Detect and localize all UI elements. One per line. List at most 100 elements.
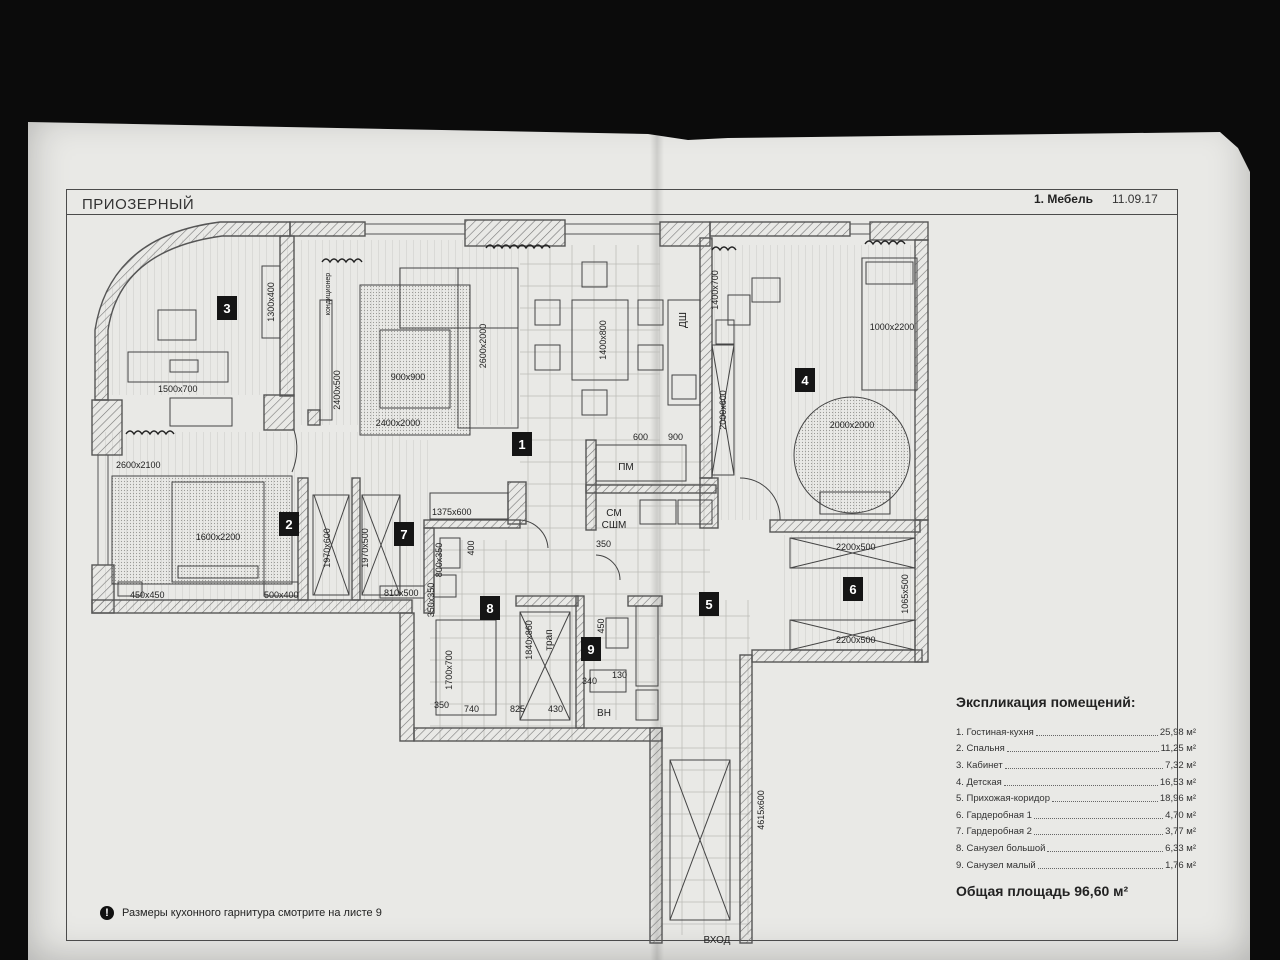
furniture xyxy=(111,257,918,921)
sheet-title: 1. Мебель xyxy=(1034,192,1093,206)
room-number: 7 xyxy=(400,527,407,542)
dimension-label: 2000x2000 xyxy=(830,420,875,430)
legend-item: 1. Гостиная-кухня 25,98 м² xyxy=(956,724,1196,741)
leader-dots xyxy=(1047,850,1164,852)
total-area: Общая площадь 96,60 м² xyxy=(956,883,1129,900)
dimension-label: 350x350 xyxy=(426,583,436,618)
conditioner-label: кондиционер xyxy=(325,273,332,315)
leader-dots xyxy=(1003,784,1158,786)
legend-list: 1. Гостиная-кухня 25,98 м² 2. Спальня 11,2… xyxy=(956,724,1196,873)
sheet-date: 11.09.17 xyxy=(1112,192,1158,206)
legend-item-name: 7. Гардеробная 2 xyxy=(956,826,1032,838)
dimension-label: 1700x700 xyxy=(444,650,454,690)
legend-item-area: 16,53 м² xyxy=(1159,776,1196,788)
dishwasher-label: ДШ xyxy=(678,312,689,328)
dimension-label: 825 xyxy=(510,704,525,714)
dimension-label: 1375x600 xyxy=(432,507,472,517)
legend-item-area: 1,76 м² xyxy=(1165,859,1196,871)
room-number: 9 xyxy=(587,642,594,657)
dimension-label: 600 xyxy=(633,432,648,442)
dimension-labels: 1300x400 1500x700 2600x2100 1600x2200 45… xyxy=(116,270,914,830)
radiators xyxy=(125,240,906,436)
dimension-label: 500x400 xyxy=(264,590,299,600)
sshm-label: СШМ xyxy=(602,520,627,531)
dimension-label: 2200x500 xyxy=(836,542,876,552)
legend-item: 2. Спальня 11,25 м² xyxy=(956,741,1196,758)
vn-label: ВН xyxy=(597,708,611,719)
legend-item-name: 2. Спальня xyxy=(956,743,1005,755)
leader-dots xyxy=(1052,801,1158,803)
dimension-label: 350 xyxy=(596,539,611,549)
leader-dots xyxy=(1006,751,1159,753)
legend-item-name: 3. Кабинет xyxy=(956,759,1003,771)
legend-item: 8. Санузел большой 6,33 м² xyxy=(956,840,1196,857)
legend-item-area: 11,25 м² xyxy=(1160,743,1196,755)
dimension-label: 1500x700 xyxy=(158,384,198,394)
room-tags: 1 2 3 4 5 6 7 8 9 xyxy=(217,296,863,661)
dimension-label: 1970x600 xyxy=(322,528,332,568)
legend-item-name: 6. Гардеробная 1 xyxy=(956,809,1032,821)
legend-item-area: 18,96 м² xyxy=(1159,793,1196,805)
dimension-label: 1400x800 xyxy=(598,320,608,360)
dimension-label: 2400x500 xyxy=(332,370,342,410)
room-number: 2 xyxy=(285,517,292,532)
dimension-label: 2600x2000 xyxy=(478,324,488,369)
dimension-label: 1840x860 xyxy=(524,620,534,660)
dimension-label: 450 xyxy=(596,618,606,633)
dimension-label: 130 xyxy=(612,670,627,680)
dimension-label: 1300x400 xyxy=(266,282,276,322)
sm-label: СМ xyxy=(606,508,621,519)
dimension-label: 900x900 xyxy=(391,372,426,382)
dimension-label: 450x450 xyxy=(130,590,165,600)
room-number: 8 xyxy=(486,601,493,616)
legend-item: 7. Гардеробная 2 3,77 м² xyxy=(956,824,1196,841)
leader-dots xyxy=(1004,767,1164,769)
dimension-label: 1065x500 xyxy=(900,574,910,614)
dimension-label: 4615x600 xyxy=(756,790,766,830)
leader-dots xyxy=(1033,817,1164,819)
leader-dots xyxy=(1037,867,1164,869)
legend-item: 6. Гардеробная 1 4,70 м² xyxy=(956,807,1196,824)
dimension-label: 1600x2200 xyxy=(196,532,241,542)
room-legend: Экспликация помещений: 1. Гостиная-кухня… xyxy=(956,694,1196,899)
room-number: 5 xyxy=(705,597,712,612)
walls xyxy=(91,219,929,944)
legend-item-name: 1. Гостиная-кухня xyxy=(956,726,1034,738)
legend-item-area: 6,33 м² xyxy=(1165,842,1196,854)
legend-item: 4. Детская 16,53 м² xyxy=(956,774,1196,791)
dimension-label: 2000x600 xyxy=(718,390,728,430)
dimension-label: 1400x700 xyxy=(710,270,720,310)
dimension-label: 2600x2100 xyxy=(116,460,161,470)
legend-item-name: 8. Санузел большой xyxy=(956,842,1046,854)
legend-item-name: 4. Детская xyxy=(956,776,1002,788)
room-number: 3 xyxy=(223,301,230,316)
dimension-label: 800x350 xyxy=(434,543,444,578)
legend-item-area: 4,70 м² xyxy=(1165,809,1196,821)
legend-item-area: 3,77 м² xyxy=(1165,826,1196,838)
windows xyxy=(97,223,871,566)
project-title: ПРИОЗЕРНЫЙ xyxy=(82,196,195,213)
fixture-labels: кондиционер ДШ ПМ СМ СШМ трап ВН ВХОД xyxy=(325,273,731,946)
dimension-label: 1000x2200 xyxy=(870,322,915,332)
legend-item-name: 9. Санузел малый xyxy=(956,859,1036,871)
legend-item: 9. Санузел малый 1,76 м² xyxy=(956,857,1196,874)
entrance-label: ВХОД xyxy=(704,935,731,946)
dimension-label: 2200x500 xyxy=(836,635,876,645)
dimension-label: 1970x500 xyxy=(360,528,370,568)
exclamation-icon: ! xyxy=(100,906,114,920)
dimension-label: 430 xyxy=(548,704,563,714)
leader-dots xyxy=(1035,734,1158,736)
dimension-label: 740 xyxy=(464,704,479,714)
legend-item-name: 5. Прихожая-коридор xyxy=(956,793,1050,805)
drawing-frame xyxy=(66,189,1178,941)
room-number: 6 xyxy=(849,582,856,597)
legend-item-area: 25,98 м² xyxy=(1159,726,1196,738)
pm-label: ПМ xyxy=(618,462,634,473)
legend-item: 5. Прихожая-коридор 18,96 м² xyxy=(956,790,1196,807)
legend-item-area: 7,32 м² xyxy=(1165,759,1196,771)
dimension-label: 400 xyxy=(466,540,476,555)
room-number: 1 xyxy=(518,437,525,452)
note-text: Размеры кухонного гарнитура смотрите на … xyxy=(122,907,382,919)
drain-label: трап xyxy=(544,629,555,650)
